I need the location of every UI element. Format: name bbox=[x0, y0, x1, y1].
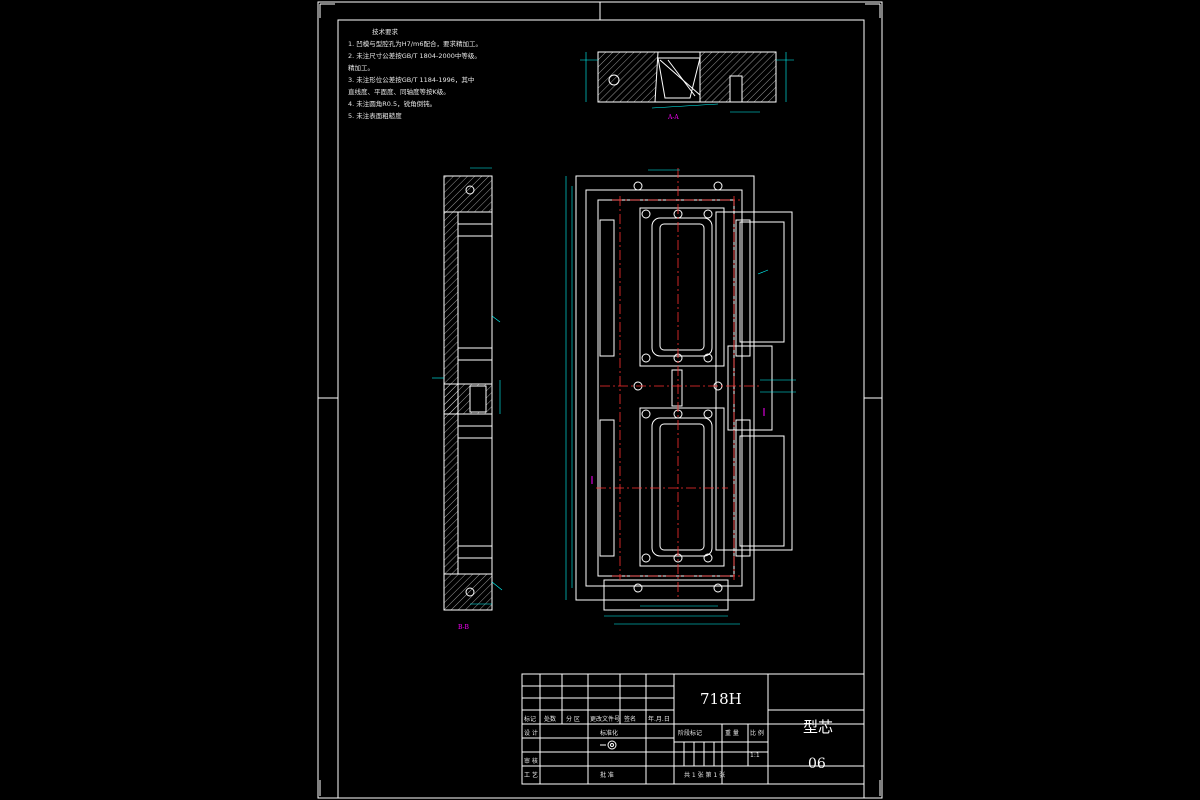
stage-header: 阶段标记 bbox=[678, 730, 703, 737]
side-view-dimensions bbox=[432, 167, 503, 605]
stage-header: 重 量 bbox=[725, 730, 739, 737]
plan-view-main bbox=[575, 175, 793, 611]
row-label: 工 艺 bbox=[524, 772, 538, 779]
drawing-number-label: 06 bbox=[808, 756, 826, 772]
section-view-top bbox=[597, 51, 777, 103]
note-line: 3. 未注形位公差按GB/T 1184-1996，其中 bbox=[348, 76, 475, 84]
technical-notes: 技术要求 1. 凹模与型腔孔为H7/m6配合，要求精加工。 2. 未注尺寸公差按… bbox=[348, 26, 482, 122]
section-label-side: B-B bbox=[458, 624, 469, 631]
rev-header: 签名 bbox=[624, 716, 637, 723]
row-label: 设 计 bbox=[524, 730, 538, 737]
notes-title: 技术要求 bbox=[372, 28, 398, 36]
row-label: 批 准 bbox=[600, 772, 614, 779]
sheet-border bbox=[317, 1, 883, 799]
scale-label: 1:1 bbox=[750, 752, 760, 759]
plan-view-holes bbox=[633, 181, 723, 593]
note-line: 2. 未注尺寸公差按GB/T 1804-2000中等级。 bbox=[348, 52, 481, 60]
note-line: 精加工。 bbox=[348, 64, 374, 72]
row-label: 审 核 bbox=[524, 758, 538, 765]
material-label: 718H bbox=[700, 690, 742, 708]
row-label: 标准化 bbox=[600, 730, 619, 737]
rev-header: 更改文件号 bbox=[590, 716, 621, 723]
part-name-label: 型芯 bbox=[803, 718, 834, 736]
sheet-info-label: 共 1 张 第 1 张 bbox=[684, 772, 726, 779]
rev-header: 年.月.日 bbox=[648, 716, 670, 723]
section-label-top: A-A bbox=[668, 114, 679, 121]
rev-header: 标记 bbox=[524, 716, 537, 723]
stage-header: 比 例 bbox=[750, 730, 764, 737]
plan-view-centerlines bbox=[596, 168, 760, 600]
rev-header: 分 区 bbox=[566, 716, 580, 723]
rev-header: 处数 bbox=[544, 716, 557, 723]
plan-view-dimensions bbox=[565, 169, 796, 625]
side-view-left bbox=[443, 175, 493, 611]
section-top-dimensions bbox=[580, 52, 794, 113]
plan-view-markers bbox=[591, 408, 765, 484]
note-line: 1. 凹模与型腔孔为H7/m6配合，要求精加工。 bbox=[348, 40, 482, 48]
note-line: 4. 未注圆角R0.5，锐角倒钝。 bbox=[348, 100, 437, 108]
title-block bbox=[521, 673, 865, 785]
note-line: 直线度、平面度、同轴度等按K级。 bbox=[348, 88, 450, 96]
note-line: 5. 未注表面粗糙度 bbox=[348, 112, 402, 120]
